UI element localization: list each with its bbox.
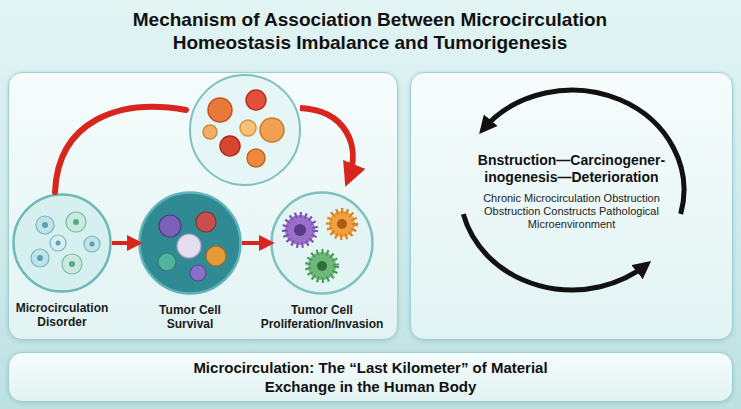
cell-cluster-circle: [190, 75, 300, 185]
cell: [203, 125, 217, 139]
node-label: Microcirculation: The “Last Kilometer” o…: [181, 358, 561, 396]
node-label: Bnstruction—Carcinogener- inogenesis—Det…: [462, 152, 682, 186]
circle-outline: [138, 191, 242, 295]
curved-arrow: [300, 108, 353, 180]
stage-circle: Tumor Cell Proliferation/Invasion: [270, 191, 374, 295]
summary-band: Microcirculation: The “Last Kilometer” o…: [8, 352, 733, 402]
stage-circle: Tumor Cell Survival: [138, 191, 242, 295]
circle-shape: [272, 193, 373, 294]
cell: [240, 120, 256, 136]
cycle-panel: Bnstruction—Carcinogener- inogenesis—Det…: [410, 72, 733, 340]
node-label: Microcirculation Disorder: [2, 301, 122, 329]
cell: [246, 90, 266, 110]
cell: [208, 98, 232, 122]
circle-shape: [140, 193, 241, 294]
flow-arrow: [112, 241, 138, 245]
circle-shape: [14, 195, 111, 292]
node-label: Tumor Cell Survival: [145, 303, 235, 331]
cell: [260, 118, 284, 142]
cell: [220, 136, 240, 156]
circle-outline: [270, 191, 374, 295]
title: Mechanism of Association Between Microci…: [110, 8, 630, 54]
stage-circle: Microcirculation Disorder: [12, 193, 112, 293]
circle-outline: [12, 193, 112, 293]
curved-arrow: [55, 107, 186, 192]
node-description: Chronic Microcirculation Obstruction Obs…: [481, 192, 663, 231]
cell: [247, 149, 265, 167]
flow-arrow: [242, 241, 270, 245]
node-label: Tumor Cell Proliferation/Invasion: [256, 303, 388, 331]
